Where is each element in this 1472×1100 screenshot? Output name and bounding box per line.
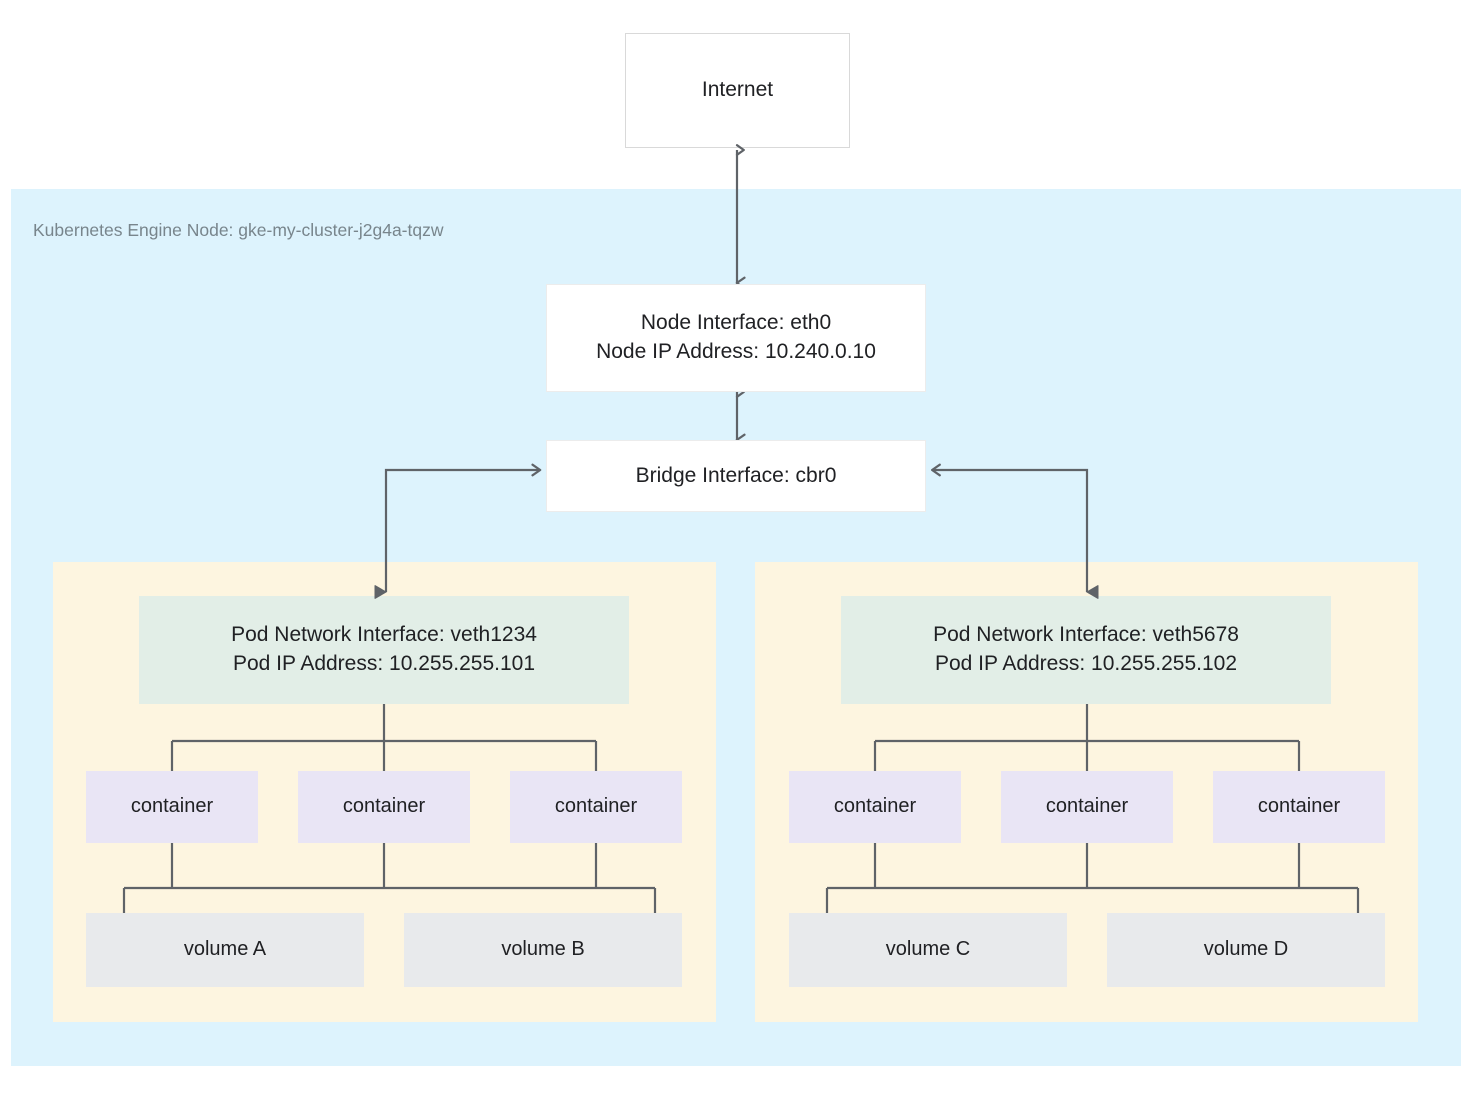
container-label: container: [130, 795, 214, 818]
container-label: container: [833, 795, 917, 818]
volume-box-a: volume A: [86, 913, 364, 987]
node-interface-box: Node Interface: eth0 Node IP Address: 10…: [546, 284, 926, 392]
volume-label: volume C: [885, 938, 971, 961]
container-box-1-3: container: [510, 771, 682, 843]
volume-box-c: volume C: [789, 913, 1067, 987]
volume-label: volume A: [183, 938, 267, 961]
bridge-interface-box: Bridge Interface: cbr0: [546, 440, 926, 512]
node-interface-name: Node Interface: eth0: [640, 311, 832, 335]
pod-network-interface-box-1: Pod Network Interface: veth1234 Pod IP A…: [139, 596, 629, 704]
container-box-1-1: container: [86, 771, 258, 843]
pod-interface-name-1: Pod Network Interface: veth1234: [231, 623, 537, 647]
container-box-2-3: container: [1213, 771, 1385, 843]
internet-label: Internet: [701, 78, 774, 102]
pod-interface-name-2: Pod Network Interface: veth5678: [933, 623, 1239, 647]
container-label: container: [1257, 795, 1341, 818]
volume-label: volume D: [1203, 938, 1289, 961]
container-label: container: [1045, 795, 1129, 818]
volume-box-b: volume B: [404, 913, 682, 987]
internet-node: Internet: [625, 33, 850, 148]
container-box-2-2: container: [1001, 771, 1173, 843]
container-box-2-1: container: [789, 771, 961, 843]
container-box-1-2: container: [298, 771, 470, 843]
pod-ip-address-2: Pod IP Address: 10.255.255.102: [934, 652, 1238, 675]
container-label: container: [554, 795, 638, 818]
volume-label: volume B: [501, 938, 585, 961]
pod-ip-address-1: Pod IP Address: 10.255.255.101: [232, 652, 536, 675]
container-label: container: [342, 795, 426, 818]
node-ip-address: Node IP Address: 10.240.0.10: [596, 340, 876, 363]
volume-box-d: volume D: [1107, 913, 1385, 987]
kubernetes-engine-node-label: Kubernetes Engine Node: gke-my-cluster-j…: [33, 220, 444, 240]
pod-network-interface-box-2: Pod Network Interface: veth5678 Pod IP A…: [841, 596, 1331, 704]
bridge-interface-label: Bridge Interface: cbr0: [635, 463, 837, 487]
